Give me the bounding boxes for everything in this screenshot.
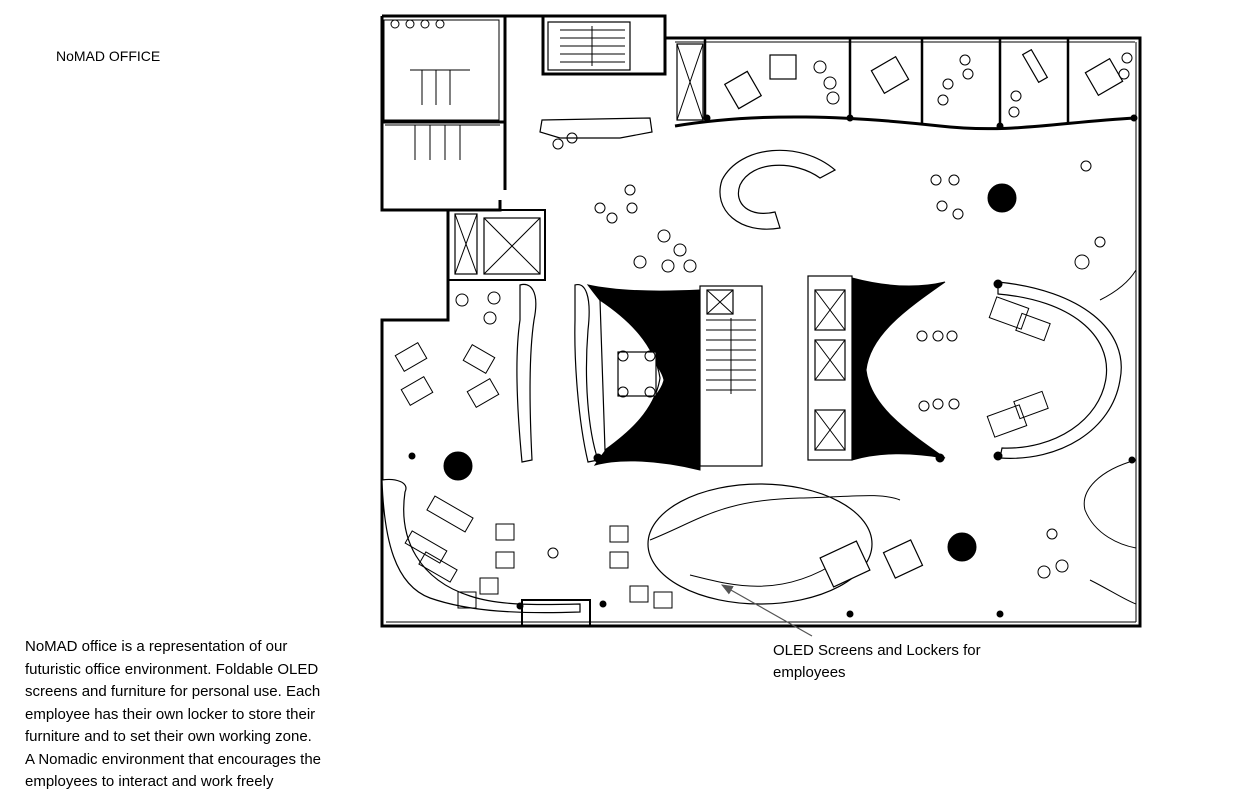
description-text: NoMAD office is a representation of our … <box>25 638 322 790</box>
oled-lockers-callout: OLED Screens and Lockers for employees <box>773 642 981 681</box>
reception-desk <box>539 117 653 139</box>
right-core <box>807 275 946 461</box>
curved-wall-panel <box>516 283 537 463</box>
private-offices <box>676 38 1133 128</box>
right-perimeter-bench <box>1083 269 1137 605</box>
round-tables <box>443 183 1017 562</box>
stairwell-top <box>547 21 631 71</box>
columns <box>408 114 1138 618</box>
left-lounge-chairs <box>404 495 673 609</box>
entrance <box>521 599 591 626</box>
left-workstations <box>394 342 500 408</box>
callout-leader-line <box>720 584 813 637</box>
loose-chairs <box>455 132 1106 579</box>
curved-wall-panel-2 <box>574 284 599 463</box>
horseshoe-desks <box>986 296 1051 438</box>
c-shaped-sofa <box>719 149 837 230</box>
drawing-title: NoMAD OFFICE <box>56 48 161 64</box>
restrooms <box>383 19 500 160</box>
oled-locker-oval <box>647 483 924 605</box>
left-lounge-bench <box>381 478 581 614</box>
horseshoe-bench <box>997 281 1122 459</box>
elevators <box>454 213 541 275</box>
left-core <box>586 284 763 471</box>
exterior-walls <box>380 14 1142 628</box>
